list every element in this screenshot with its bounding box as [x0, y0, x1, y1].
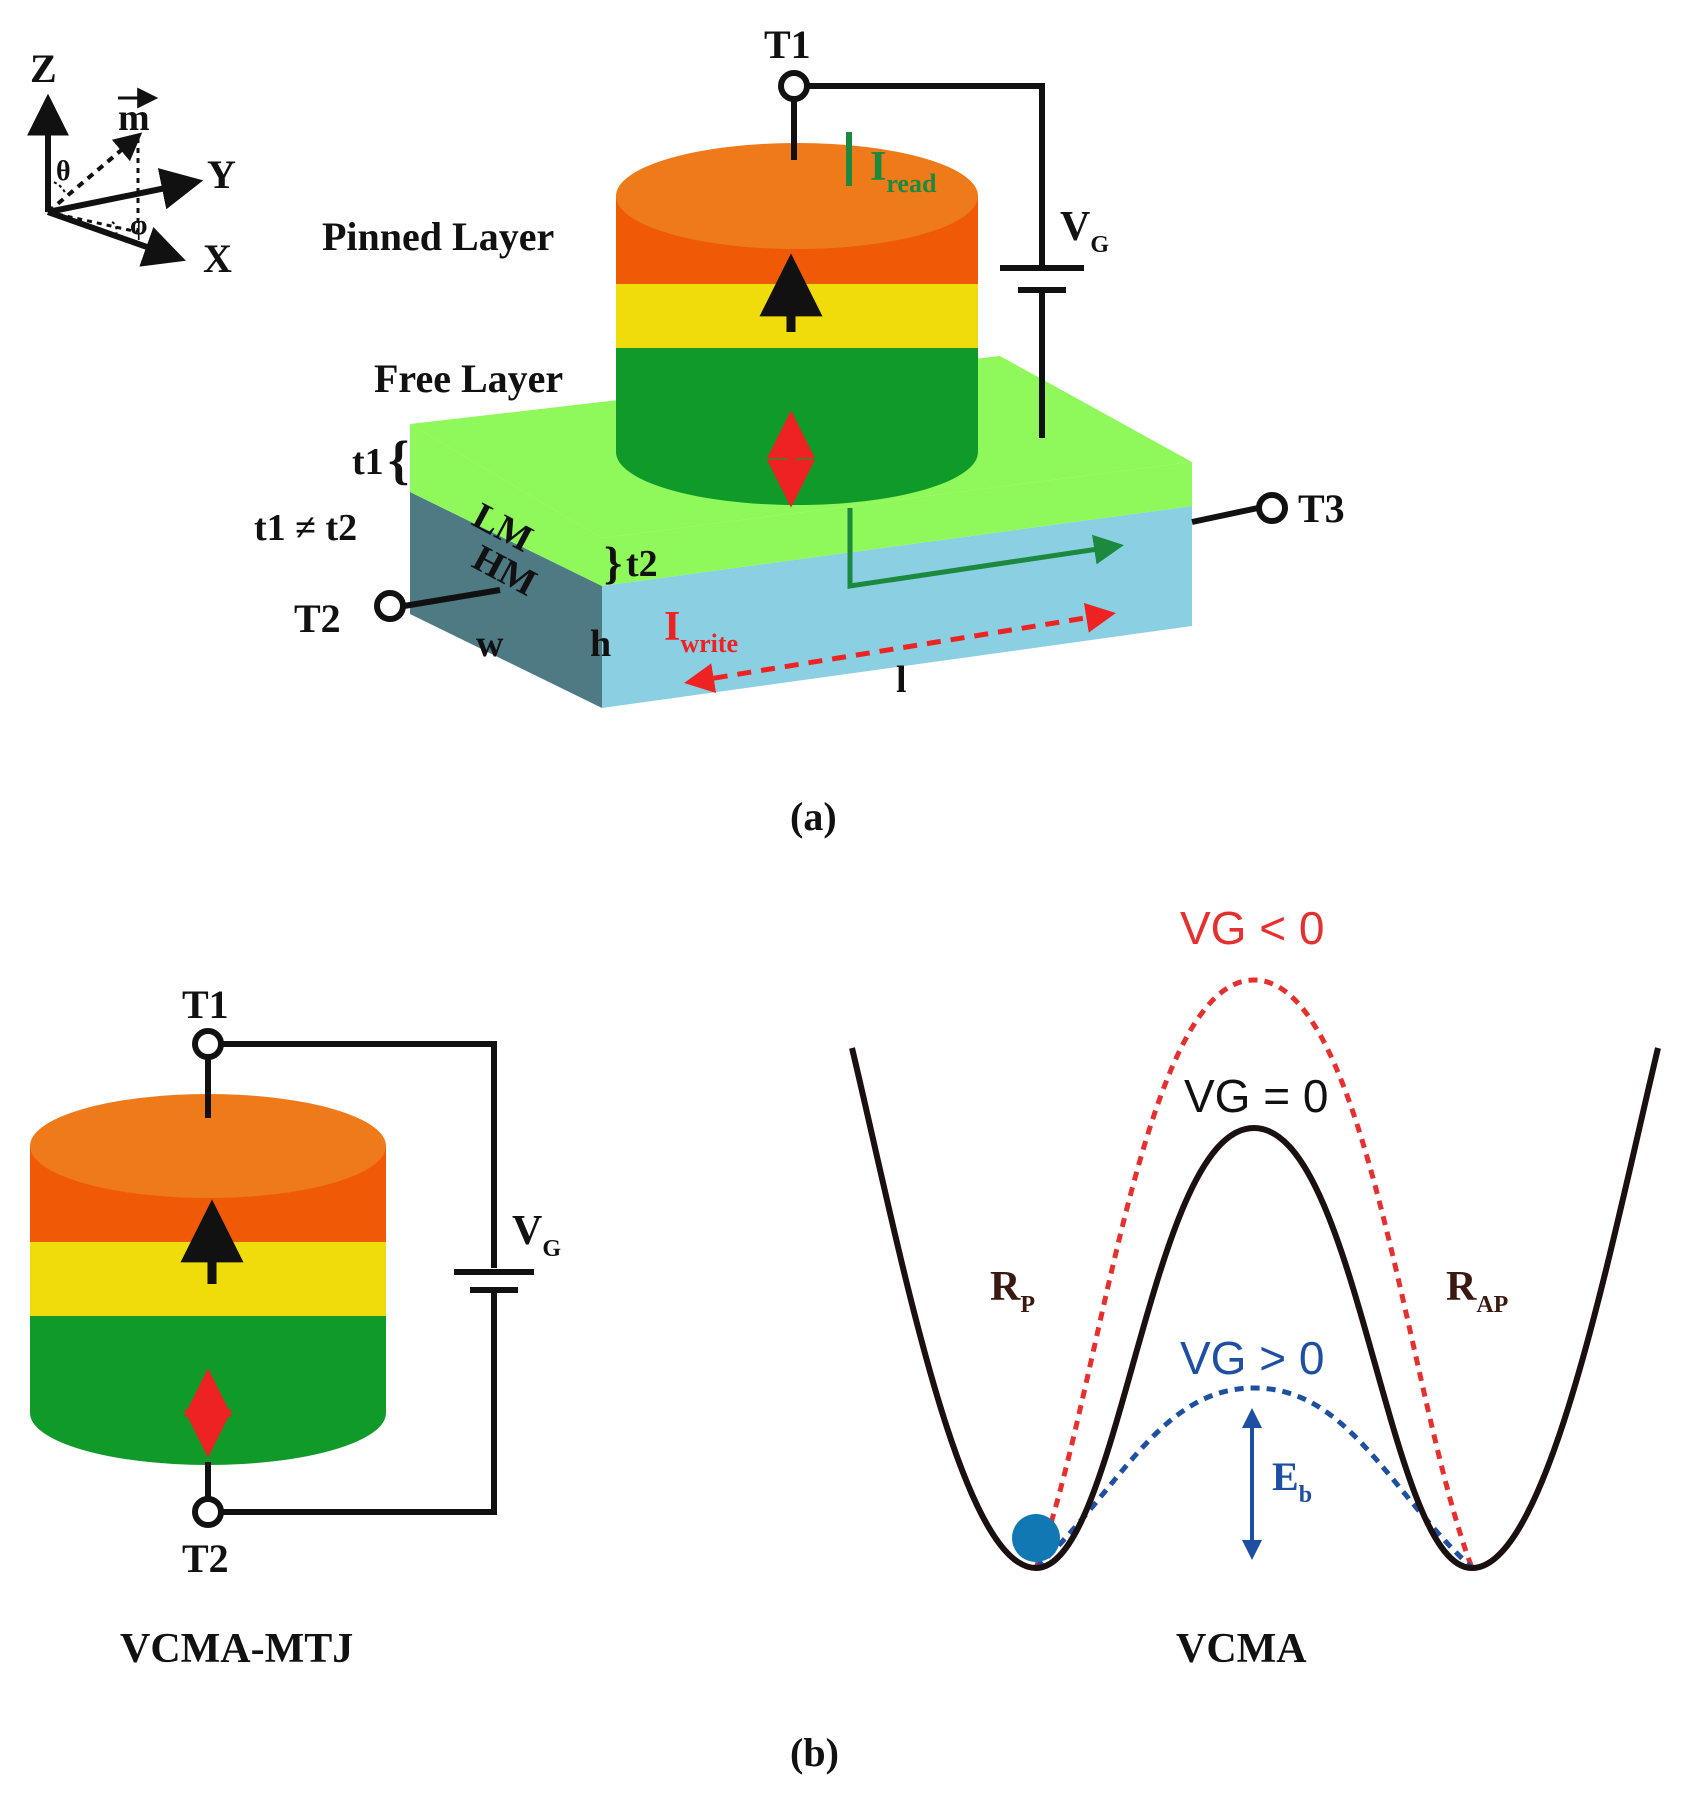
y-axis-label: Y: [207, 152, 236, 197]
h-dimension-label: h: [590, 623, 611, 665]
t2-lead: [403, 587, 501, 609]
theta-label: θ: [56, 156, 71, 187]
phi-arc: [111, 221, 118, 237]
coordinate-axes: Z Y X m θ φ: [26, 46, 236, 281]
t2-thickness-brace: }: [604, 537, 622, 588]
w-dimension-label: w: [476, 623, 504, 665]
x-axis-label: X: [203, 236, 232, 281]
rp-label: RP: [990, 1264, 1035, 1318]
thickness-inequality-label: t1 ≠ t2: [254, 507, 357, 549]
panel-b-energy: VG < 0 VG = 0 VG > 0 RP RAP Eb VCMA: [849, 902, 1661, 1672]
t3-terminal-node: [1256, 492, 1288, 524]
free-layer-label: Free Layer: [374, 356, 563, 401]
b-t1-terminal-node: [192, 1028, 224, 1060]
device-label: VCMA-MTJ: [120, 1626, 353, 1672]
l-dimension-label: l: [896, 659, 907, 701]
vg-negative-curve: [1033, 977, 1475, 1569]
t2-terminal-node: [374, 590, 406, 622]
vg-positive-curve: [1034, 1385, 1474, 1570]
b-vg-to-t2-wire: [222, 1290, 497, 1515]
read-current-label: Iread: [870, 144, 937, 198]
vg-negative-label: VG < 0: [1180, 902, 1324, 954]
rap-label: RAP: [1446, 1264, 1508, 1318]
vg-label-a: VG: [1060, 204, 1109, 258]
m-vector-arrow: [46, 132, 143, 214]
hm-side-face: [410, 492, 602, 708]
lm-side-strip: [410, 424, 602, 586]
write-current-path: [847, 508, 1124, 589]
panel-a-circuit: [374, 70, 1288, 622]
phi-label: φ: [130, 210, 147, 241]
b-t2-terminal-label: T2: [182, 1536, 229, 1581]
panel-a-caption: (a): [790, 794, 837, 839]
panel-a: Iread Iwrite T1 T3 T2 VG Pinned Layer Fr…: [254, 22, 1345, 839]
m-vector-label: m: [118, 97, 150, 139]
z-axis-label: Z: [30, 46, 57, 91]
barrier-layer: [616, 284, 978, 348]
theta-arc: [47, 180, 67, 195]
t1-terminal-label: T1: [764, 22, 811, 67]
write-current-label: Iwrite: [664, 604, 738, 658]
b-t1-terminal-label: T1: [182, 982, 229, 1027]
free-layer-body: [616, 348, 978, 505]
panel-b-caption: (b): [790, 1730, 839, 1775]
state-ball: [1012, 1514, 1060, 1562]
b-t1-to-vg-wire: [222, 1041, 497, 1268]
t1-to-vg-wire: [808, 83, 1045, 266]
vg-positive-label: VG > 0: [1180, 1332, 1324, 1384]
b-vg-label: VG: [512, 1208, 561, 1262]
panel-b-device: T1 T2 VG VCMA-MTJ: [30, 982, 561, 1672]
eb-label: Eb: [1272, 1454, 1312, 1508]
pinned-layer-top: [616, 143, 978, 249]
t1-terminal-node: [778, 70, 810, 102]
t2-thickness-label: t2: [626, 543, 658, 585]
lm-front-strip: [602, 462, 1192, 586]
b-t2-terminal-node: [192, 1496, 224, 1528]
b-pinned-layer-top: [30, 1094, 386, 1198]
t1-thickness-label: t1: [352, 441, 384, 483]
t3-terminal-label: T3: [1298, 486, 1345, 531]
t1-thickness-brace: {: [388, 430, 409, 490]
mtj-pillar: [616, 143, 978, 508]
vg-zero-curve: [849, 1047, 1661, 1572]
energy-diagram-label: VCMA: [1176, 1626, 1307, 1672]
x-axis-arrow: [46, 209, 186, 267]
t2-terminal-label: T2: [294, 596, 341, 641]
pinned-layer-label: Pinned Layer: [322, 214, 554, 259]
y-axis-arrow: [47, 168, 204, 215]
vg-zero-label: VG = 0: [1184, 1070, 1328, 1122]
t3-lead: [1191, 505, 1259, 525]
